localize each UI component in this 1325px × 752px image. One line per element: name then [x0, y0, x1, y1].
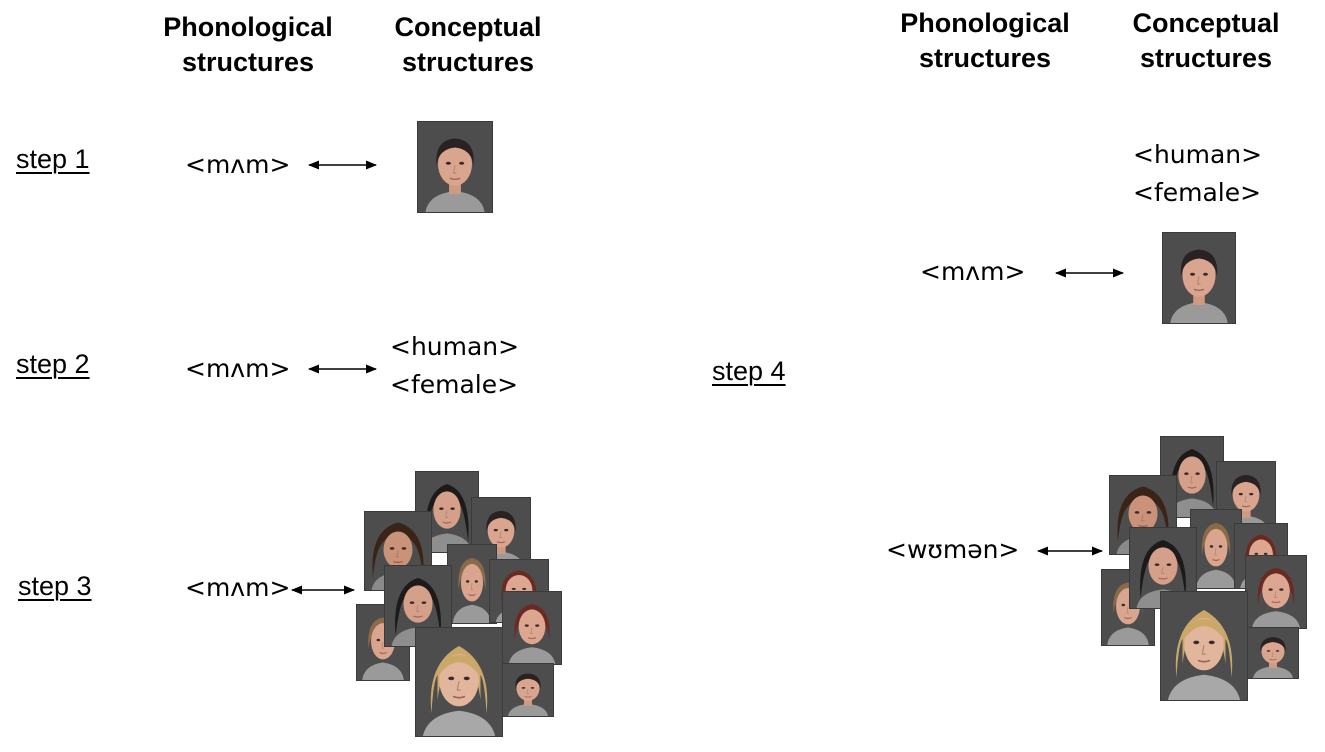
step-1-phonological-form: <mʌm> [185, 150, 291, 179]
step-4-label: step 4 [712, 356, 786, 386]
step-4-concepts: <human> <female> [1133, 136, 1262, 212]
concept-female: <female> [1133, 178, 1262, 207]
step-1-double-arrow-icon [307, 160, 378, 170]
concept-female: <female> [390, 370, 519, 399]
right-conceptual-header: Conceptual structures [1106, 6, 1306, 76]
header-line: Phonological [163, 12, 333, 42]
face-photo [503, 664, 553, 716]
step-1-label: step 1 [16, 144, 90, 174]
header-line: Conceptual [1132, 8, 1280, 38]
header-line: Phonological [900, 8, 1070, 38]
step-2-phonological-form: <mʌm> [185, 354, 291, 383]
step-4-phonological-form-top: <mʌm> [920, 257, 1026, 286]
header-line: structures [181, 47, 315, 77]
left-conceptual-header: Conceptual structures [368, 10, 568, 80]
step-3-label: step 3 [18, 571, 92, 601]
step-4-top-double-arrow-icon [1054, 268, 1125, 278]
face-photo [1246, 556, 1306, 628]
step-2-label: step 2 [16, 349, 90, 379]
header-line: structures [918, 43, 1052, 73]
concept-human: <human> [390, 332, 520, 361]
right-phonological-header: Phonological structures [885, 6, 1085, 76]
step-4-bottom-double-arrow-icon [1036, 546, 1104, 556]
step-4-face-photo [1163, 233, 1235, 323]
step-1-face-photo [418, 122, 492, 212]
face-photo [416, 628, 502, 736]
face-photo [1161, 592, 1247, 700]
header-line: structures [401, 47, 535, 77]
face-photo [1191, 510, 1241, 588]
step-2-double-arrow-icon [307, 364, 378, 374]
header-line: Conceptual [394, 12, 542, 42]
step-3-phonological-form: <mʌm> [185, 573, 291, 602]
concept-human: <human> [1133, 140, 1263, 169]
face-photo [448, 545, 496, 623]
step-2-concepts: <human> <female> [390, 328, 519, 404]
left-phonological-header: Phonological structures [148, 10, 348, 80]
face-photo [503, 592, 561, 664]
header-line: structures [1139, 43, 1273, 73]
step-3-double-arrow-icon [290, 585, 356, 595]
step-4-phonological-form-bottom: <wʊmən> [886, 535, 1020, 564]
face-photo [1248, 628, 1298, 678]
